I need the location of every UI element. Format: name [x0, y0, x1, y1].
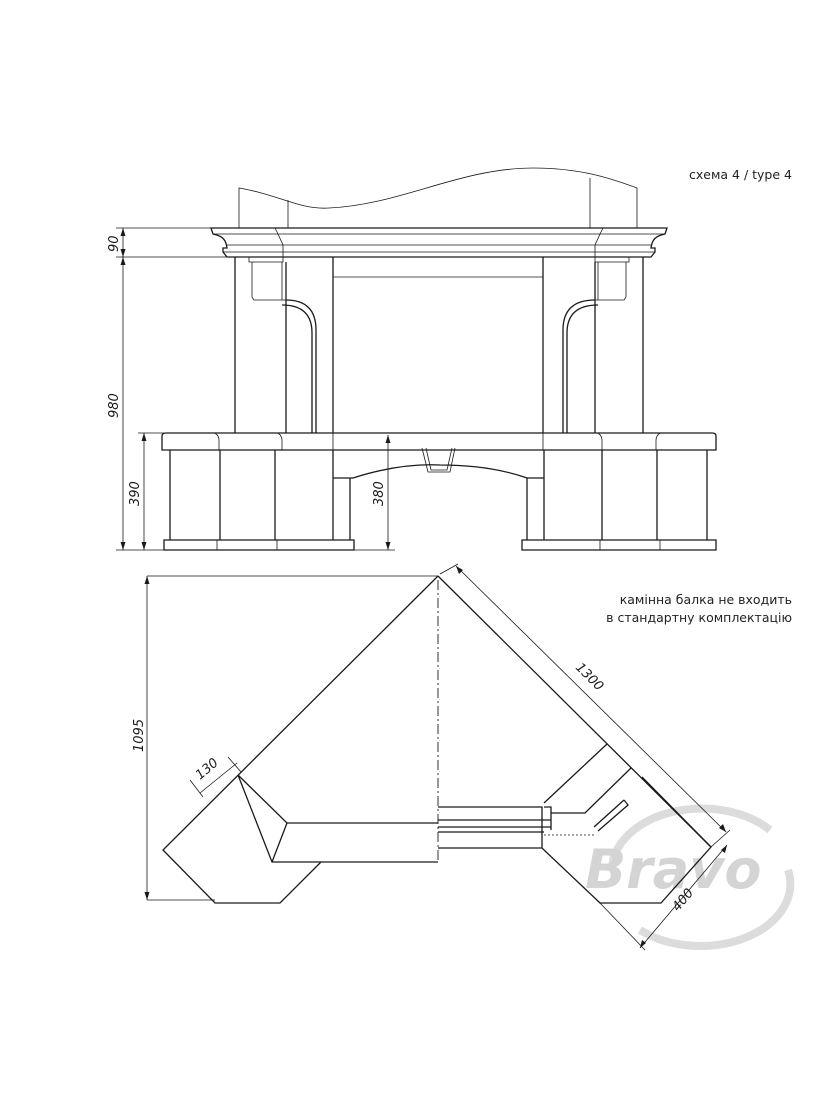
mantel-shelf	[210, 227, 668, 258]
watermark-text: Bravo	[585, 838, 762, 901]
dim-980: 980	[107, 393, 122, 418]
note-text: камінна балка не входить в стандартну ко…	[606, 591, 792, 627]
backdrop-wall-outline	[238, 167, 638, 228]
front-dimensions: 90 980 390 380	[107, 227, 430, 551]
backdrop-edges	[287, 178, 591, 228]
right-pilaster	[542, 257, 644, 433]
dim-90: 90	[107, 235, 122, 252]
bravo-watermark-logo: Bravo	[585, 804, 795, 950]
right-hearth-block	[543, 743, 712, 848]
dim-390: 390	[128, 481, 143, 506]
scheme-title: схема 4 / type 4	[689, 167, 792, 182]
hearth-bench	[161, 432, 717, 551]
note-line-2: в стандартну комплектацію	[606, 610, 792, 625]
dim-380: 380	[372, 481, 387, 506]
dim-1300: 1300	[572, 660, 606, 694]
dim-1095: 1095	[132, 719, 147, 752]
note-line-1: камінна балка не входить	[619, 592, 792, 607]
left-pilaster	[234, 257, 334, 433]
fireplace-beam	[438, 806, 552, 848]
right-outline	[437, 575, 712, 904]
front-view: 90 980 390 380	[107, 167, 717, 551]
left-outline	[162, 575, 439, 904]
left-hearth-block	[237, 774, 438, 863]
